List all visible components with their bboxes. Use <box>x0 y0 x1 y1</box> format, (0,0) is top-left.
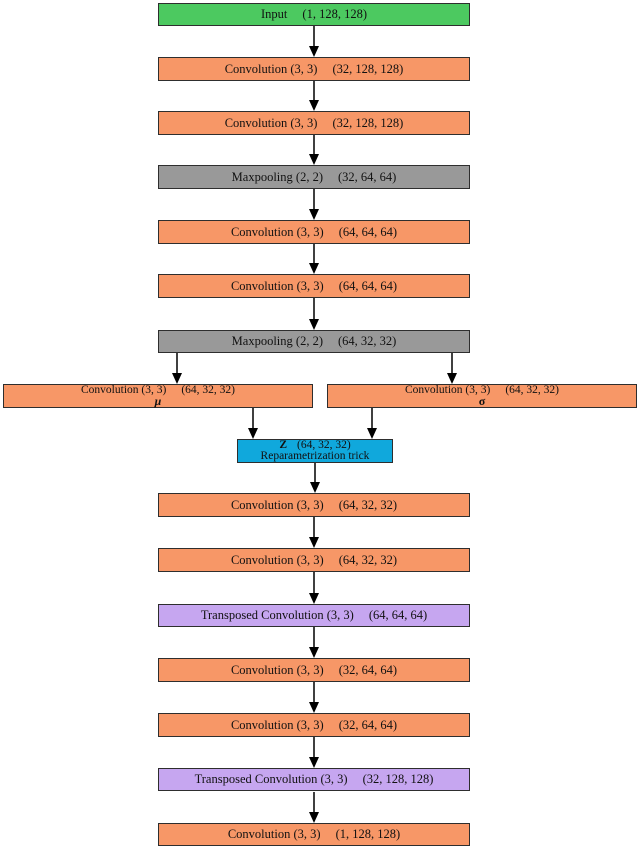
node-sigma-conv: Convolution (3, 3) (64, 32, 32) σ <box>327 384 637 408</box>
flow-arrowhead <box>309 319 319 330</box>
tensor-shape: (1, 128, 128) <box>335 827 401 841</box>
flow-arrowhead <box>310 482 320 493</box>
layer-label: Convolution (3, 3) <box>230 224 324 239</box>
tensor-shape: (32, 128, 128) <box>332 115 404 130</box>
layer-label: Convolution (3, 3) <box>224 115 318 130</box>
tensor-shape: (64, 32, 32) <box>338 497 398 512</box>
node-mu-conv: Convolution (3, 3) (64, 32, 32) μ <box>3 384 313 408</box>
node-conv-5: Convolution (3, 3) (64, 32, 32) <box>158 493 470 517</box>
flow-arrowhead <box>367 428 377 439</box>
node-conv-4: Convolution (3, 3) (64, 64, 64) <box>158 274 470 298</box>
tensor-shape: (64, 32, 32) <box>505 384 559 396</box>
tensor-shape: (64, 32, 32) <box>338 552 398 567</box>
reparametrization-label: Reparametrization trick <box>260 450 370 462</box>
layer-label: Maxpooling (2, 2) <box>231 169 323 184</box>
tensor-shape: (64, 32, 32) <box>297 439 351 451</box>
layer-label: Convolution (3, 3) <box>230 662 324 677</box>
flow-arrowhead <box>309 209 319 220</box>
layer-label: Convolution (3, 3) <box>81 384 167 396</box>
tensor-shape: (64, 64, 64) <box>368 608 428 622</box>
layer-label: Z <box>279 439 287 451</box>
flow-arrowhead <box>309 154 319 165</box>
node-conv-9: Convolution (3, 3) (1, 128, 128) <box>158 823 470 846</box>
layer-label: Convolution (3, 3) <box>230 717 324 732</box>
tensor-shape: (32, 128, 128) <box>362 772 434 786</box>
node-transposed-conv-1: Transposed Convolution (3, 3) (64, 64, 64… <box>158 604 470 627</box>
flow-arrowhead <box>309 46 319 57</box>
tensor-shape: (64, 32, 32) <box>337 334 397 348</box>
layer-label: Convolution (3, 3) <box>405 384 491 396</box>
flow-arrowhead <box>309 702 319 713</box>
node-conv-7: Convolution (3, 3) (32, 64, 64) <box>158 658 470 682</box>
tensor-shape: (32, 64, 64) <box>338 662 398 677</box>
layer-label: Transposed Convolution (3, 3) <box>200 608 354 622</box>
node-maxpool-1: Maxpooling (2, 2) (32, 64, 64) <box>158 165 470 189</box>
node-input: Input (1, 128, 128) <box>158 3 470 26</box>
layer-label: Convolution (3, 3) <box>224 61 318 76</box>
flow-arrowhead <box>172 373 182 384</box>
layer-label: Convolution (3, 3) <box>230 278 324 293</box>
layer-label: Transposed Convolution (3, 3) <box>194 772 348 786</box>
layer-label: Maxpooling (2, 2) <box>231 334 323 348</box>
tensor-shape: (32, 128, 128) <box>332 61 404 76</box>
node-conv-2: Convolution (3, 3) (32, 128, 128) <box>158 111 470 135</box>
node-conv-8: Convolution (3, 3) (32, 64, 64) <box>158 713 470 737</box>
flow-arrowhead <box>309 647 319 658</box>
flow-arrowhead <box>309 263 319 274</box>
flow-arrowhead <box>309 757 319 768</box>
layer-label: Convolution (3, 3) <box>227 827 321 841</box>
tensor-shape: (32, 64, 64) <box>338 717 398 732</box>
node-z-reparametrization: Z (64, 32, 32) Reparametrization trick <box>237 439 393 463</box>
node-conv-1: Convolution (3, 3) (32, 128, 128) <box>158 57 470 81</box>
node-conv-3: Convolution (3, 3) (64, 64, 64) <box>158 220 470 244</box>
flow-arrowhead <box>248 428 258 439</box>
mu-symbol: μ <box>154 394 162 408</box>
layer-label: Convolution (3, 3) <box>230 497 324 512</box>
layer-label: Convolution (3, 3) <box>230 552 324 567</box>
tensor-shape: (64, 64, 64) <box>338 224 398 239</box>
node-maxpool-2: Maxpooling (2, 2) (64, 32, 32) <box>158 330 470 353</box>
node-conv-6: Convolution (3, 3) (64, 32, 32) <box>158 548 470 572</box>
tensor-shape: (64, 32, 32) <box>181 384 235 396</box>
flow-arrowhead <box>309 537 319 548</box>
node-transposed-conv-2: Transposed Convolution (3, 3) (32, 128, 1… <box>158 768 470 791</box>
tensor-shape: (1, 128, 128) <box>302 7 367 21</box>
flow-arrowhead <box>309 812 319 823</box>
tensor-shape: (32, 64, 64) <box>337 169 397 184</box>
flow-arrowhead <box>447 373 457 384</box>
flow-arrowhead <box>309 593 319 604</box>
sigma-symbol: σ <box>478 394 486 408</box>
tensor-shape: (64, 64, 64) <box>338 278 398 293</box>
flow-arrowhead <box>309 100 319 111</box>
layer-label: Input <box>261 7 288 21</box>
